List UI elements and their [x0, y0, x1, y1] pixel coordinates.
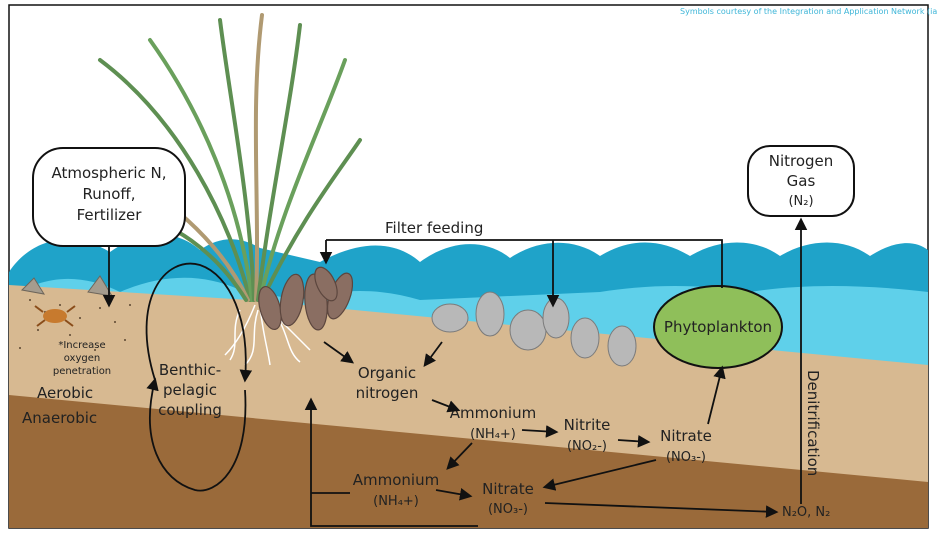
n2o-label: N₂O, N₂	[782, 505, 830, 520]
nitrate-lower-line-1: Nitrate	[482, 480, 534, 498]
nitrate-upper-line-2: (NO₃-)	[666, 450, 706, 465]
denitrification-label: Denitrification	[804, 370, 822, 476]
phytoplankton-label: Phytoplankton	[664, 318, 772, 336]
nitrogen-gas-line-2: Gas	[787, 172, 816, 190]
nitrogen-gas-line-1: Nitrogen	[769, 152, 834, 170]
oxygen-note-1: *Increase	[58, 340, 105, 351]
coupling-line-3: coupling	[158, 401, 222, 419]
sources-line-1: Atmospheric N,	[51, 164, 166, 182]
credit-text: Symbols courtesy of the Integration and …	[680, 7, 937, 16]
coupling-line-2: pelagic	[163, 381, 217, 399]
coupling-line-1: Benthic-	[159, 361, 221, 379]
ammonium-upper-line-1: Ammonium	[450, 404, 536, 422]
aerobic-label: Aerobic	[37, 384, 93, 402]
sources-line-3: Fertilizer	[77, 206, 143, 224]
organic-nitrogen-line-2: nitrogen	[356, 384, 419, 402]
organic-nitrogen-line-1: Organic	[358, 364, 416, 382]
ammonium-upper-line-2: (NH₄+)	[470, 427, 516, 442]
anaerobic-label: Anaerobic	[22, 409, 97, 427]
nitrate-lower-line-2: (NO₃-)	[488, 502, 528, 517]
oxygen-note-3: penetration	[53, 366, 111, 377]
nitrate-upper-line-1: Nitrate	[660, 427, 712, 445]
ammonium-lower-line-2: (NH₄+)	[373, 494, 419, 509]
sources-line-2: Runoff,	[82, 185, 135, 203]
filter-feeding-label: Filter feeding	[385, 219, 483, 237]
oxygen-note-2: oxygen	[64, 353, 100, 364]
nitrite-line-2: (NO₂-)	[567, 439, 607, 454]
nitrite-line-1: Nitrite	[564, 416, 611, 434]
nitrogen-gas-line-3: (N₂)	[788, 194, 813, 209]
ammonium-lower-line-1: Ammonium	[353, 471, 439, 489]
